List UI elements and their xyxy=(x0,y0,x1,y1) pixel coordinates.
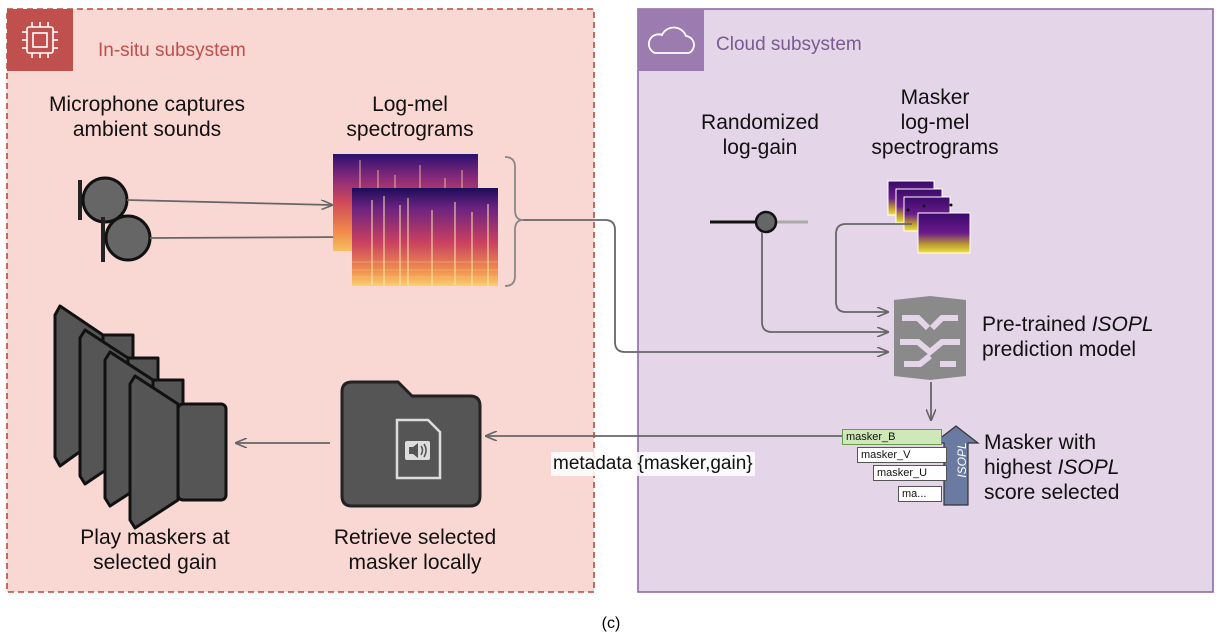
spectrogram-to-model-arrow xyxy=(523,219,888,352)
mic-arrow-1 xyxy=(126,199,332,205)
ranking-arrow-icon xyxy=(932,425,980,506)
microphone-label: Microphone captures ambient sounds xyxy=(22,92,272,142)
model-label: Pre-trained ISOPL prediction model xyxy=(982,312,1212,362)
masker-list-item-2: masker_V xyxy=(857,447,947,463)
masker-list-item-3: masker_U xyxy=(873,465,947,481)
masker-list-item-4: ma... xyxy=(898,486,942,502)
masker-spectrogram-stack xyxy=(887,180,971,254)
masker-spec-label-line3: spectrograms xyxy=(871,136,999,159)
cloud-header-block xyxy=(638,9,704,71)
model-label-line1: Pre-trained ISOPL xyxy=(982,312,1212,337)
spectrogram-label-line1: Log-mel xyxy=(372,93,448,116)
masker-list-item-1: masker_B xyxy=(842,429,942,445)
gain-label-line2: log-gain xyxy=(722,136,798,159)
in-situ-header-block xyxy=(7,9,73,71)
retrieve-label-line2: masker locally xyxy=(348,551,482,574)
metadata-label: metadata {masker,gain} xyxy=(551,452,755,476)
ranking-axis-label: ISOPL xyxy=(955,442,969,478)
play-maskers-label: Play maskers at selected gain xyxy=(40,525,270,575)
in-situ-title: In-situ subsystem xyxy=(98,40,246,61)
microphone-label-line2: ambient sounds xyxy=(72,118,222,141)
spectrogram-label-line2: spectrograms xyxy=(346,118,474,141)
caption-text: (c) xyxy=(602,615,621,632)
selection-label-line3: score selected xyxy=(984,481,1120,504)
gain-label-line1: Randomized xyxy=(701,111,819,134)
cloud-icon xyxy=(648,26,695,54)
masker-spec-label-line1: Masker xyxy=(900,86,970,109)
selection-label-em: ISOPL xyxy=(1057,456,1120,479)
masker-to-model-arrow xyxy=(835,223,912,312)
cloud-title: Cloud subsystem xyxy=(716,34,862,55)
spectrogram-image xyxy=(333,154,498,286)
masker-spec-label-line2: log-mel xyxy=(900,111,970,134)
gain-label: Randomized log-gain xyxy=(670,110,850,160)
gain-slider-icon xyxy=(710,210,808,234)
model-label-pre: Pre-trained xyxy=(982,313,1092,336)
microphone-label-line1: Microphone captures xyxy=(48,93,246,116)
mic-arrow-2 xyxy=(149,237,352,238)
selection-label-line1: Masker with xyxy=(984,431,1097,454)
selection-label: Masker with highest ISOPL score selected xyxy=(984,430,1209,505)
retrieve-masker-label: Retrieve selected masker locally xyxy=(300,525,530,575)
audio-file-icon xyxy=(405,441,430,460)
microphone-icon xyxy=(78,176,152,262)
chip-icon xyxy=(22,22,58,58)
gain-to-model-arrow xyxy=(761,232,888,332)
selection-label-line2: highest ISOPL xyxy=(984,455,1209,480)
spectrogram-label: Log-mel spectrograms xyxy=(320,92,500,142)
model-label-em: ISOPL xyxy=(1091,313,1154,336)
speaker-stack-icon xyxy=(53,304,228,530)
model-label-line2: prediction model xyxy=(982,338,1137,361)
selection-label-pre: highest xyxy=(984,456,1058,479)
masker-spectrogram-label: Masker log-mel spectrograms xyxy=(850,85,1020,160)
play-label-line2: selected gain xyxy=(93,551,217,574)
model-brain-icon xyxy=(894,296,966,380)
play-label-line1: Play maskers at xyxy=(80,526,230,549)
retrieve-label-line1: Retrieve selected xyxy=(333,526,497,549)
